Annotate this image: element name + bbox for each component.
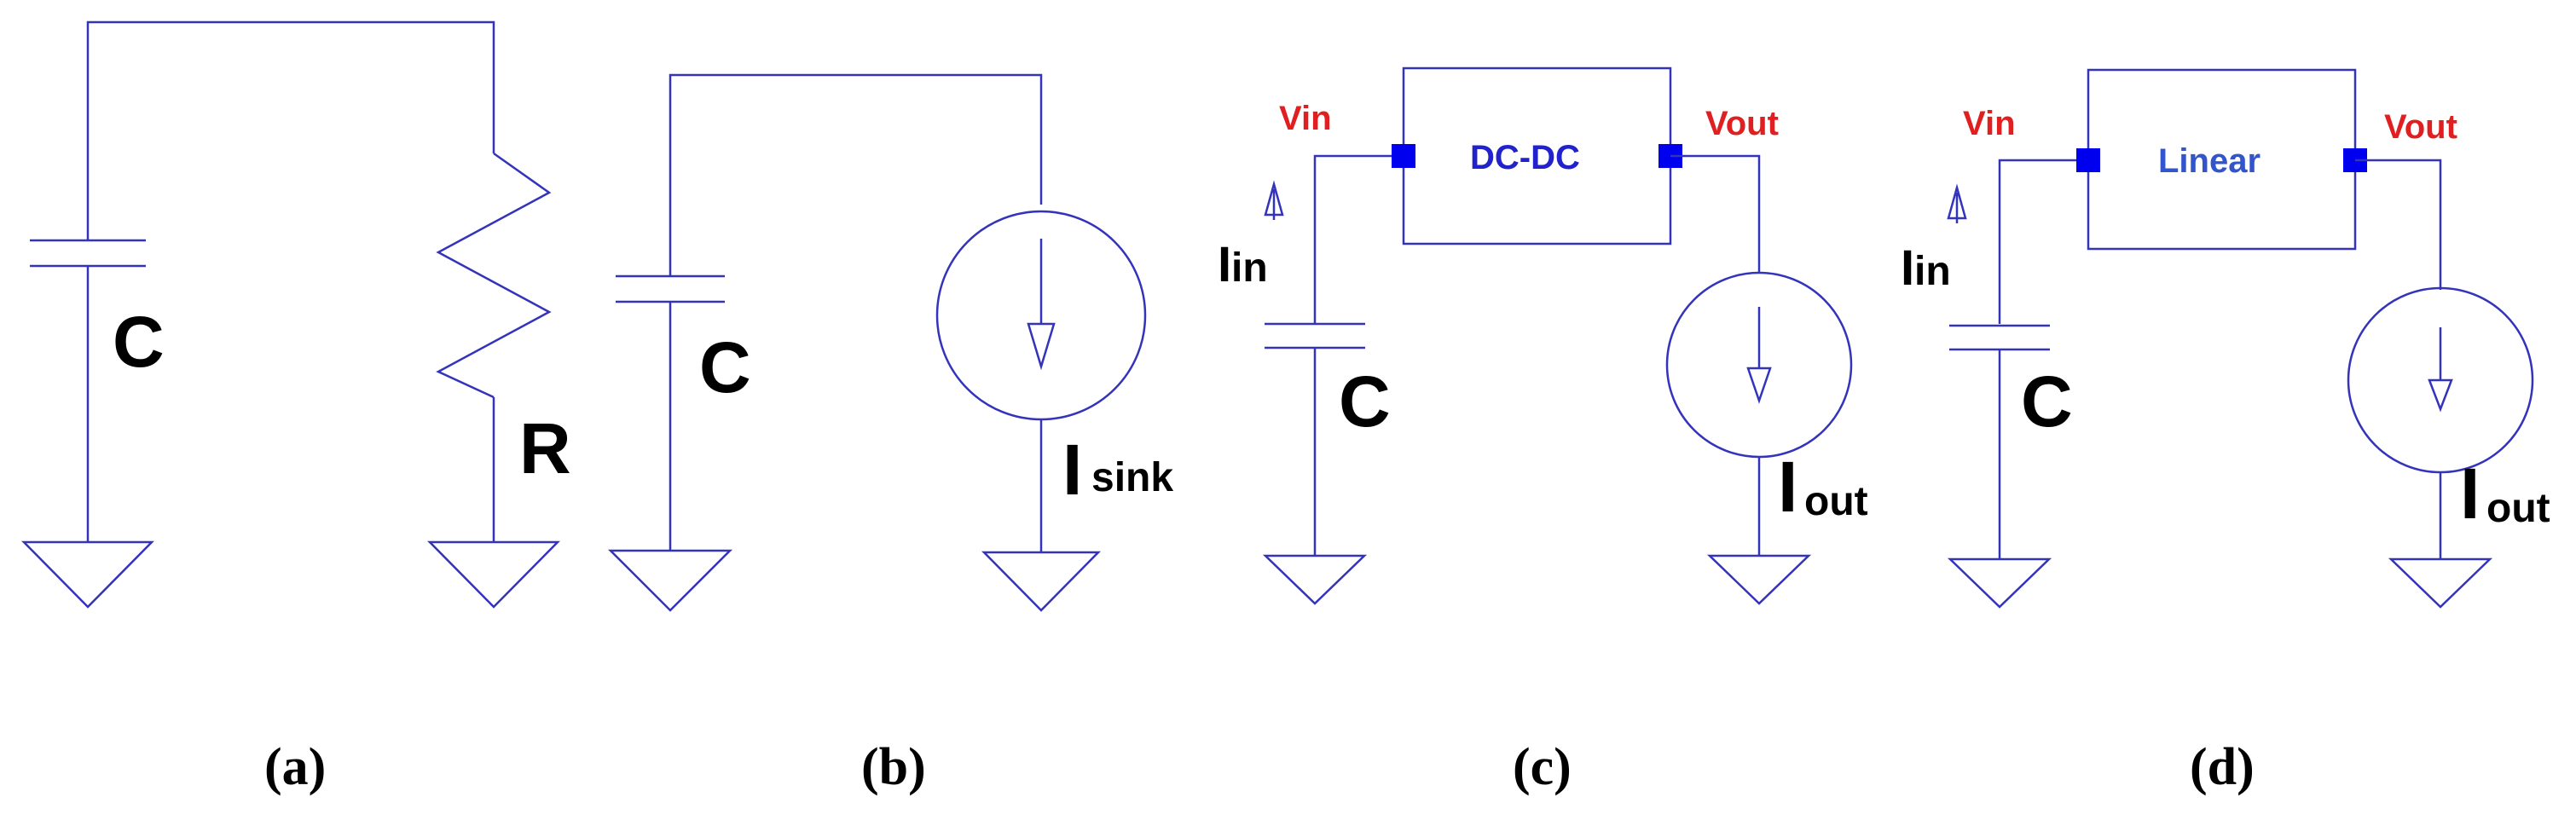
capacitor-label-d: C	[2021, 361, 2073, 442]
ground-symbol-b1	[607, 549, 733, 612]
current-arrow-b	[1027, 239, 1056, 371]
ground-symbol-a1	[21, 540, 154, 609]
panel-b: C I sink (b)	[607, 73, 1173, 796]
wire-vin-c	[1313, 154, 1404, 324]
vout-label-d: Vout	[2384, 108, 2457, 146]
caption-d: (d)	[2190, 738, 2255, 796]
wire-top-b	[669, 73, 1043, 276]
panel-d: Vin Vout Linear I in C I out (d)	[1901, 68, 2550, 796]
ground-symbol-d1	[1947, 557, 2052, 609]
caption-b: (b)	[861, 738, 926, 796]
iin-label-sub-d: in	[1914, 249, 1951, 294]
ground-symbol-c1	[1262, 554, 1368, 605]
vin-label-d: Vin	[1963, 105, 2016, 142]
panel-c: Vin Vout DC-DC I in C I out (c)	[1218, 66, 1868, 796]
iin-label-main-d: I	[1901, 240, 1914, 296]
iin-arrow-d	[1947, 183, 1967, 223]
vin-label-c: Vin	[1279, 100, 1332, 137]
wire-vin-d	[1998, 159, 2088, 324]
capacitor-label-c: C	[1339, 361, 1391, 442]
iin-label-sub-c: in	[1231, 245, 1268, 291]
vin-pin-c	[1392, 144, 1415, 168]
vout-label-c: Vout	[1705, 105, 1779, 142]
iout-label-sub-c: out	[1804, 479, 1868, 524]
dcdc-label: DC-DC	[1470, 139, 1580, 176]
source-label-main-b: I	[1062, 430, 1082, 510]
ground-symbol-b2	[981, 551, 1101, 612]
current-arrow-c	[1746, 307, 1772, 404]
iout-label-main-d: I	[2460, 453, 2480, 534]
caption-a: (a)	[264, 738, 326, 796]
ground-symbol-d2	[2388, 557, 2493, 609]
linear-label: Linear	[2158, 142, 2261, 180]
iin-arrow-c	[1264, 180, 1284, 220]
vin-pin-d	[2076, 148, 2100, 172]
ground-symbol-a2	[427, 540, 560, 609]
wire-vout-c	[1670, 154, 1761, 273]
iout-label-main-c: I	[1778, 447, 1797, 527]
caption-c: (c)	[1513, 738, 1572, 796]
capacitor-label-a: C	[113, 302, 165, 382]
capacitor-label-b: C	[699, 327, 751, 407]
wire-top-a	[86, 20, 495, 240]
panel-a: C R (a)	[21, 20, 571, 796]
source-label-sub-b: sink	[1091, 455, 1173, 500]
ground-symbol-c2	[1706, 554, 1812, 605]
wire-vout-d	[2355, 159, 2442, 290]
iin-label-main-c: I	[1218, 237, 1231, 292]
resistor-label-a: R	[519, 408, 571, 488]
current-arrow-d	[2428, 327, 2453, 413]
iout-label-sub-d: out	[2486, 486, 2550, 531]
resistor-a	[436, 152, 552, 399]
